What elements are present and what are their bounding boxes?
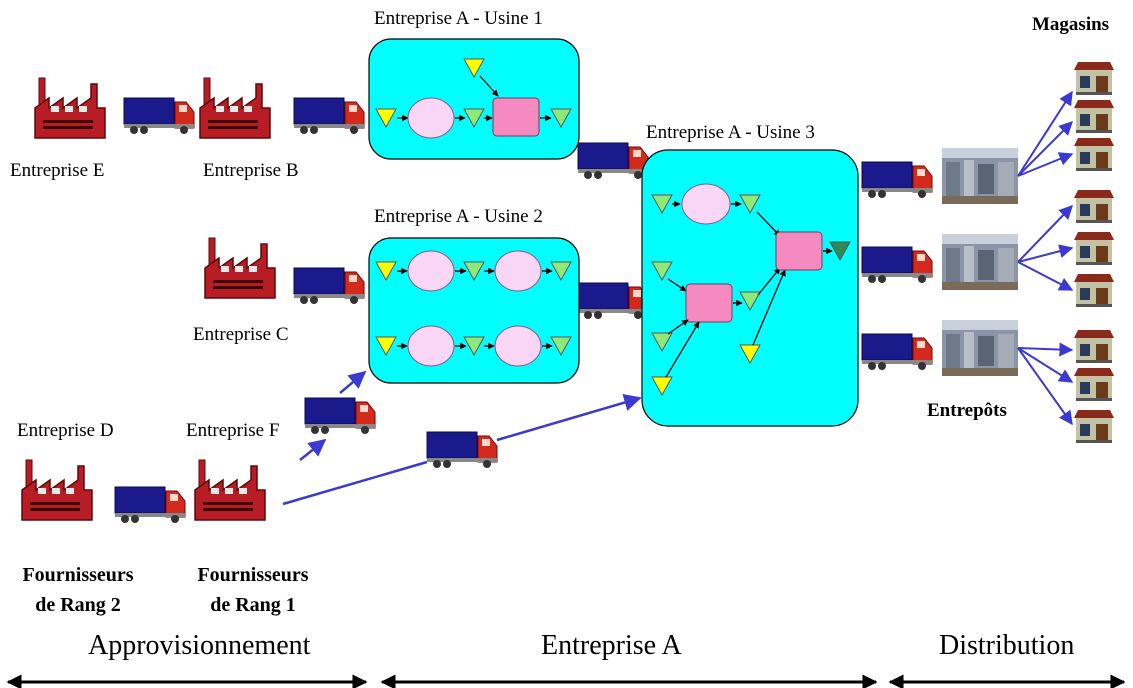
plant-usine-1-label: Entreprise A - Usine 1 (374, 8, 543, 29)
plant-usine-2-label: Entreprise A - Usine 2 (374, 206, 543, 227)
store-icon (1074, 62, 1114, 95)
tier-rank2-line2: de Rang 2 (35, 594, 121, 616)
truck-icon (577, 142, 649, 180)
store-icon (1074, 100, 1114, 133)
truck-icon (861, 246, 933, 284)
company-d-label: Entreprise D (17, 420, 114, 441)
factory-icon (194, 459, 266, 521)
tier-rank1-label: Fournisseurs de Rang 1 (183, 560, 323, 620)
flow-arrow (282, 460, 428, 506)
store-icon (1074, 190, 1114, 223)
distribution-arrows (1017, 90, 1074, 426)
warehouse-icon (942, 320, 1018, 376)
truck-icon (293, 97, 365, 135)
plant-usine-1 (368, 38, 580, 160)
factory-icon (34, 77, 106, 139)
plant-1-process (375, 58, 572, 139)
section-distribution-label: Distribution (939, 630, 1075, 661)
plant-2-process (375, 250, 572, 367)
truck-icon (304, 397, 376, 435)
store-icon (1074, 410, 1114, 443)
factory-icon (199, 77, 271, 139)
company-f-label: Entreprise F (186, 420, 280, 441)
company-e-label: Entreprise E (10, 160, 105, 181)
truck-icon (114, 486, 186, 524)
store-icon (1074, 232, 1114, 265)
truck-icon (293, 267, 365, 305)
flow-arrow (496, 394, 642, 442)
company-b-label: Entreprise B (203, 160, 299, 181)
warehouse-icon (942, 234, 1018, 290)
company-c-label: Entreprise C (193, 324, 289, 345)
tier-rank1-line2: de Rang 1 (210, 594, 296, 616)
store-icon (1074, 330, 1114, 363)
section-entreprise-label: Entreprise A (541, 630, 682, 661)
flow-arrow (339, 370, 367, 394)
stores-label: Magasins (1032, 14, 1110, 35)
store-icon (1074, 274, 1114, 307)
plant-usine-3-label: Entreprise A - Usine 3 (646, 122, 815, 143)
truck-icon (123, 97, 195, 135)
store-icon (1074, 368, 1114, 401)
tier-rank1-line1: Fournisseurs (197, 564, 309, 586)
plant-3-process (651, 183, 851, 396)
store-icon (1074, 138, 1114, 171)
warehouse-icon (942, 148, 1018, 204)
truck-icon (577, 282, 649, 320)
plant-usine-3 (641, 149, 859, 427)
truck-icon (426, 431, 498, 469)
tier-rank2-line1: Fournisseurs (22, 564, 134, 586)
factory-icon (21, 459, 93, 521)
section-approvisionnement-label: Approvisionnement (88, 630, 311, 661)
plant-usine-2 (368, 237, 580, 384)
factory-icon (204, 237, 276, 299)
tier-rank2-label: Fournisseurs de Rang 2 (8, 560, 148, 620)
flow-arrow (299, 438, 327, 461)
truck-icon (861, 333, 933, 371)
warehouses-label: Entrepôts (927, 400, 1007, 421)
truck-icon (861, 161, 933, 199)
